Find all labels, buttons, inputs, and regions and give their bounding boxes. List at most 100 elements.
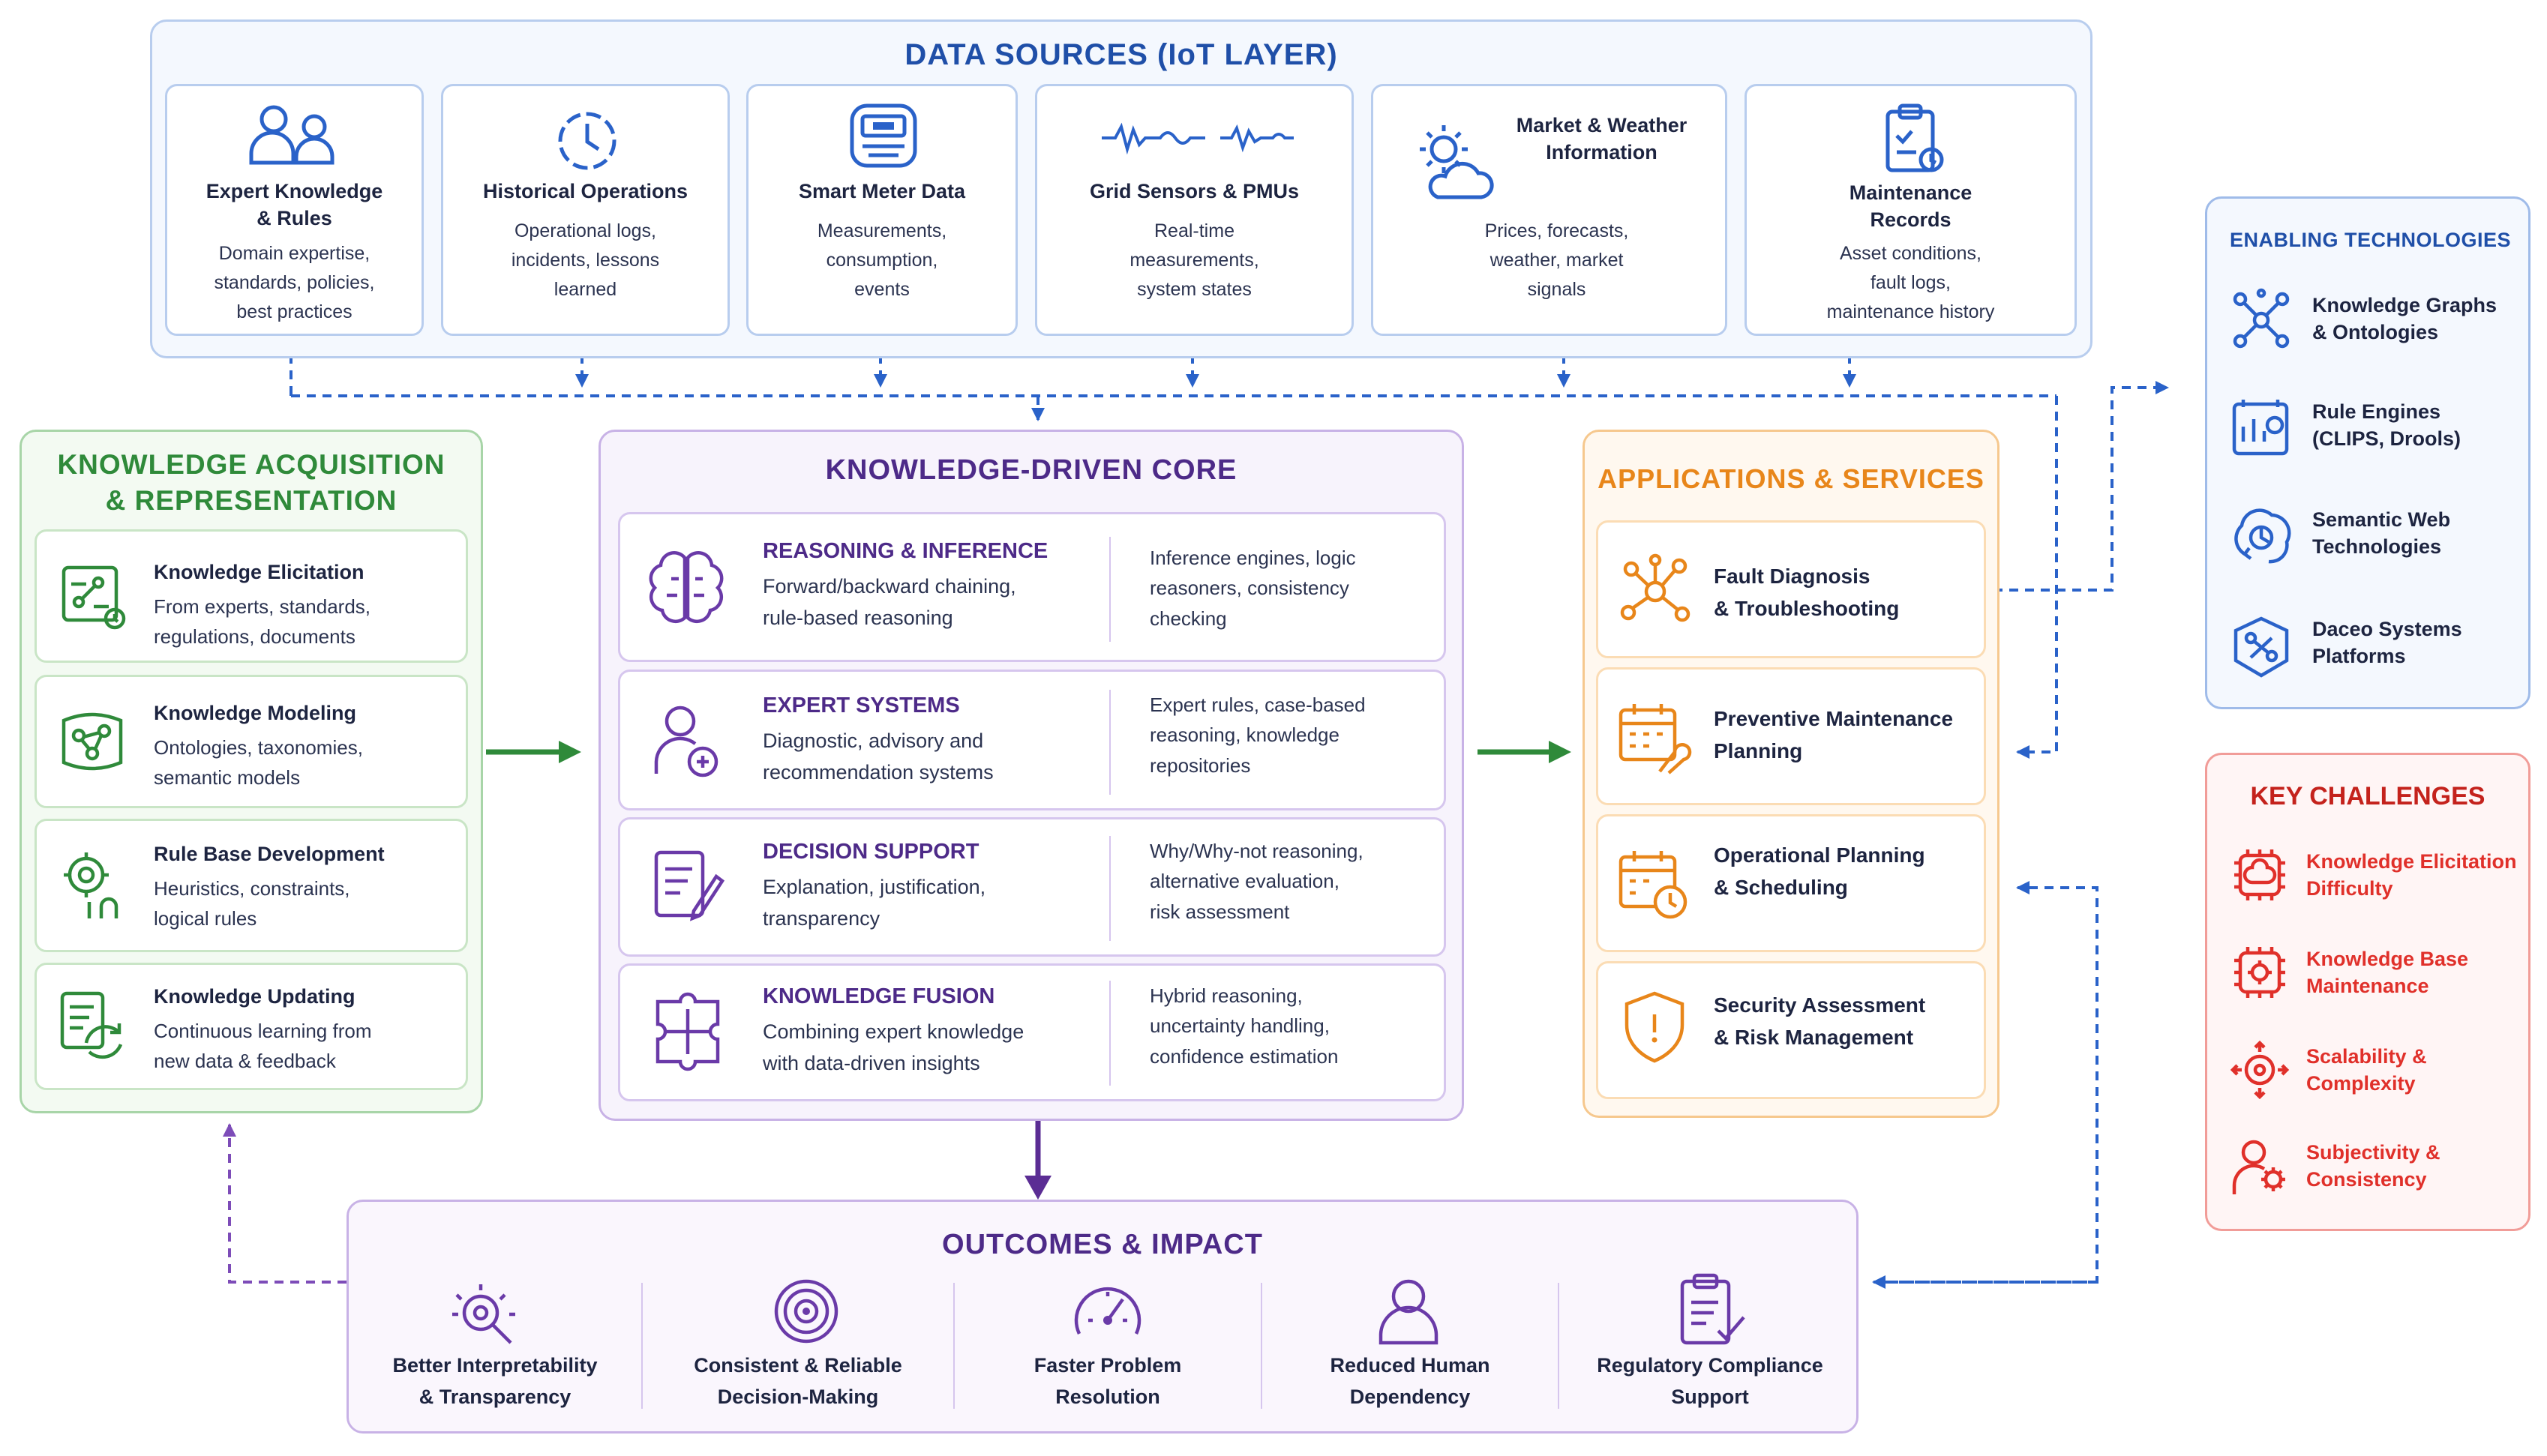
core-item-desc: Diagnostic, advisory and recommendation … xyxy=(763,729,994,783)
ka-card-modeling[interactable]: Knowledge Modeling Ontologies, taxonomie… xyxy=(34,675,468,808)
ka-title: Knowledge Modeling xyxy=(154,702,356,724)
challenge-label: Subjectivity & Consistency xyxy=(2306,1141,2440,1191)
source-desc: Real-time measurements, system states xyxy=(1130,220,1259,300)
modeling-icon xyxy=(62,712,123,771)
ka-title: Knowledge Updating xyxy=(154,985,356,1008)
app-title: Operational Planning & Scheduling xyxy=(1714,843,1925,900)
enabling-technologies-panel: ENABLING TECHNOLOGIES Knowledge Graphs &… xyxy=(2205,196,2530,709)
core-item-title: DECISION SUPPORT xyxy=(763,840,980,864)
outcome-label: Better Interpretability & Transparency xyxy=(392,1354,598,1408)
ka-desc: Ontologies, taxonomies, semantic models xyxy=(154,736,363,789)
core-item-desc: Forward/backward chaining, rule-based re… xyxy=(763,575,1016,629)
source-title: Maintenance Records xyxy=(1849,181,1972,232)
outcome-label: Regulatory Compliance Support xyxy=(1597,1354,1823,1408)
ka-desc: From experts, standards, regulations, do… xyxy=(154,595,370,649)
source-card-maintenance-records[interactable]: Maintenance Records Asset conditions, fa… xyxy=(1744,84,2077,336)
source-title: Grid Sensors & PMUs xyxy=(1089,180,1300,202)
core-item-title: REASONING & INFERENCE xyxy=(763,539,1048,563)
speedometer-icon xyxy=(1074,1287,1142,1335)
chip-brain-icon xyxy=(2234,849,2285,900)
app-card-security-assessment[interactable]: Security Assessment & Risk Management xyxy=(1596,961,1986,1099)
enabling-item-label: Rule Engines (CLIPS, Drools) xyxy=(2312,400,2462,451)
graph-icon xyxy=(2233,288,2290,349)
ka-card-updating[interactable]: Knowledge Updating Continuous learning f… xyxy=(34,963,468,1090)
source-title: Market & Weather Information xyxy=(1516,114,1688,164)
enabling-item-label: Semantic Web Technologies xyxy=(2312,508,2451,559)
scalability-icon xyxy=(2230,1040,2290,1100)
core-card-decision-support[interactable]: DECISION SUPPORT Explanation, justificat… xyxy=(618,817,1446,957)
expert-user-icon xyxy=(654,706,718,777)
sun-cloud-icon xyxy=(1420,125,1494,199)
source-desc: Operational logs, incidents, lessons lea… xyxy=(511,220,660,300)
source-card-grid-sensors[interactable]: Grid Sensors & PMUs Real-time measuremen… xyxy=(1035,84,1354,336)
outcome-divider xyxy=(1558,1283,1559,1409)
network-icon xyxy=(1620,553,1690,622)
elicitation-icon xyxy=(62,565,126,630)
compliance-icon xyxy=(1680,1273,1745,1345)
core-divider xyxy=(1109,836,1111,941)
ka-desc: Heuristics, constraints, logical rules xyxy=(154,877,350,930)
app-title: Fault Diagnosis & Troubleshooting xyxy=(1714,565,1900,621)
outcome-label: Consistent & Reliable Decision-Making xyxy=(694,1354,902,1408)
source-desc: Asset conditions, fault logs, maintenanc… xyxy=(1826,243,1995,322)
core-item-detail: Inference engines, logic reasoners, cons… xyxy=(1150,547,1356,630)
platform-icon xyxy=(2234,616,2289,678)
outcome-divider xyxy=(953,1283,955,1409)
applications-title: APPLICATIONS & SERVICES xyxy=(1598,463,1984,494)
ka-title: Knowledge Elicitation xyxy=(154,561,364,583)
app-card-fault-diagnosis[interactable]: Fault Diagnosis & Troubleshooting xyxy=(1596,520,1986,658)
core-card-reasoning[interactable]: REASONING & INFERENCE Forward/backward c… xyxy=(618,512,1446,662)
core-item-title: EXPERT SYSTEMS xyxy=(763,694,960,718)
knowledge-acquisition-title: KNOWLEDGE ACQUISITION & REPRESENTATION xyxy=(57,449,446,517)
outcomes-panel: OUTCOMES & IMPACT Better Interpretabilit… xyxy=(346,1200,1858,1434)
outcome-label: Reduced Human Dependency xyxy=(1330,1354,1490,1408)
core-item-desc: Combining expert knowledge with data-dri… xyxy=(763,1020,1024,1074)
core-card-expert-systems[interactable]: EXPERT SYSTEMS Diagnostic, advisory and … xyxy=(618,670,1446,810)
core-item-detail: Hybrid reasoning, uncertainty handling, … xyxy=(1150,984,1339,1068)
ka-desc: Continuous learning from new data & feed… xyxy=(154,1020,372,1073)
updating-icon xyxy=(60,991,123,1059)
challenge-label: Knowledge Base Maintenance xyxy=(2306,948,2469,998)
smart-meter-icon xyxy=(850,103,917,168)
core-divider xyxy=(1109,537,1111,642)
subjectivity-icon xyxy=(2232,1140,2285,1194)
app-card-operational-planning[interactable]: Operational Planning & Scheduling xyxy=(1596,814,1986,952)
core-title: KNOWLEDGE-DRIVEN CORE xyxy=(825,454,1238,486)
outcomes-title: OUTCOMES & IMPACT xyxy=(942,1229,1263,1260)
ka-card-elicitation[interactable]: Knowledge Elicitation From experts, stan… xyxy=(34,529,468,663)
semantic-web-icon xyxy=(2234,508,2291,564)
brain-icon xyxy=(649,551,724,624)
clipboard-icon xyxy=(1886,103,1944,172)
challenges-title: KEY CHALLENGES xyxy=(2250,782,2486,810)
data-sources-title: DATA SOURCES (IoT LAYER) xyxy=(904,38,1338,71)
source-card-expert-knowledge[interactable]: Expert Knowledge & Rules Domain expertis… xyxy=(165,84,424,336)
users-icon xyxy=(249,105,334,165)
challenge-label: Scalability & Complexity xyxy=(2306,1045,2427,1095)
source-card-smart-meter[interactable]: Smart Meter Data Measurements, consumpti… xyxy=(746,84,1018,336)
source-desc: Prices, forecasts, weather, market signa… xyxy=(1484,220,1629,300)
target-icon xyxy=(774,1279,838,1344)
core-divider xyxy=(1109,981,1111,1086)
source-card-market-weather[interactable]: Market & Weather Information Prices, for… xyxy=(1371,84,1727,336)
app-card-preventive-maintenance[interactable]: Preventive Maintenance Planning xyxy=(1596,667,1986,805)
source-card-historical-operations[interactable]: Historical Operations Operational logs, … xyxy=(441,84,730,336)
app-title: Security Assessment & Risk Management xyxy=(1714,993,1926,1050)
outcome-divider xyxy=(1261,1283,1262,1409)
core-item-desc: Explanation, justification, transparency xyxy=(763,876,986,930)
enabling-title: ENABLING TECHNOLOGIES xyxy=(2230,229,2512,251)
core-divider xyxy=(1109,690,1111,795)
core-item-detail: Why/Why-not reasoning, alternative evalu… xyxy=(1150,840,1364,923)
ka-card-rule-base[interactable]: Rule Base Development Heuristics, constr… xyxy=(34,819,468,952)
outcome-divider xyxy=(641,1283,643,1409)
core-card-knowledge-fusion[interactable]: KNOWLEDGE FUSION Combining expert knowle… xyxy=(618,963,1446,1101)
calendar-clock-icon xyxy=(1618,851,1688,919)
source-desc: Domain expertise, standards, policies, b… xyxy=(214,243,375,322)
core-item-title: KNOWLEDGE FUSION xyxy=(763,984,995,1008)
ka-title: Rule Base Development xyxy=(154,843,385,865)
rule-base-icon xyxy=(64,852,118,918)
source-title: Smart Meter Data xyxy=(798,180,966,202)
puzzle-icon xyxy=(656,992,720,1071)
key-challenges-panel: KEY CHALLENGES Knowledge Elicitation Dif… xyxy=(2205,753,2530,1231)
clock-history-icon xyxy=(558,112,616,170)
